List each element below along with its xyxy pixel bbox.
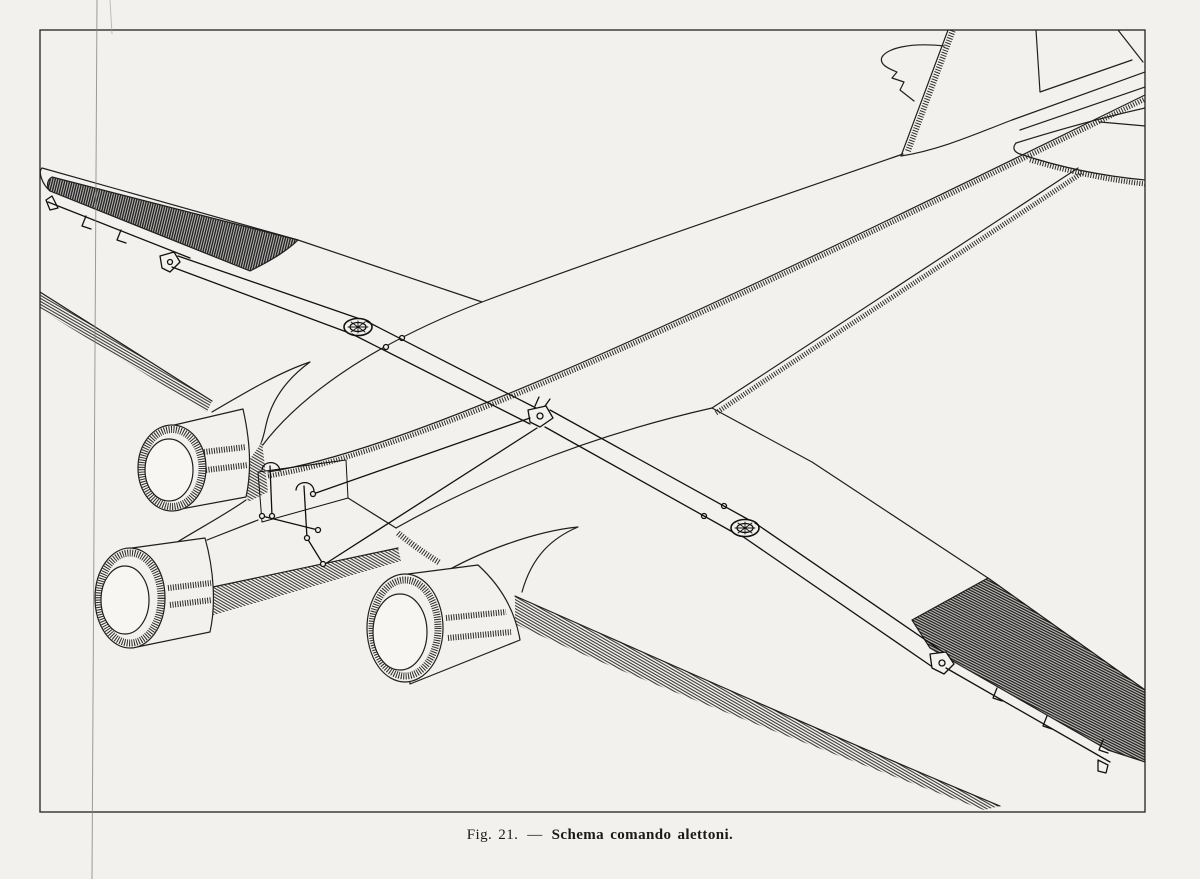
- aileron-control-system: [45, 195, 1111, 774]
- linkage-joint: [319, 560, 327, 568]
- vertical-fin-root: [900, 119, 1013, 157]
- hinge-bracket: [1098, 739, 1109, 754]
- column-rod: [303, 485, 308, 539]
- vertical-fin-trailing-edge: [1117, 30, 1144, 63]
- column-rod: [269, 465, 273, 517]
- hinge-bracket: [992, 687, 1003, 702]
- control-cable: [351, 333, 531, 425]
- aircraft-drawing: [40, 30, 1145, 810]
- left-wing-leading-edge: [40, 291, 213, 402]
- fuselage-lower-edge: [711, 167, 1079, 409]
- left-horizontal-stabilizer: [880, 44, 945, 102]
- control-cable: [549, 409, 752, 522]
- figure-number: Fig. 21.: [466, 827, 519, 843]
- right-wing-root-shading: [396, 530, 442, 566]
- linkage-joint: [314, 526, 322, 534]
- nacelle-stripe: [445, 609, 507, 621]
- hinge-bracket: [81, 215, 92, 230]
- air-intake: [144, 438, 194, 502]
- pulley-spokes: [734, 521, 756, 535]
- right-stabilizer-trailing-edge: [1015, 107, 1145, 144]
- cable-guide: [382, 343, 390, 351]
- engine-nacelle-upper: [137, 361, 311, 512]
- linkage-joint: [309, 490, 317, 498]
- bellcrank-horns: [534, 396, 551, 407]
- fuselage-upper-edge: [261, 153, 904, 447]
- rudder: [1035, 30, 1133, 93]
- center-leading-edge: [207, 547, 399, 589]
- control-cable: [754, 522, 947, 655]
- mechanism-plate: [257, 459, 349, 523]
- linkage-joint: [303, 534, 311, 542]
- central-bellcrank: [527, 396, 554, 428]
- control-rod: [324, 427, 538, 565]
- control-cable: [365, 320, 537, 409]
- control-cable: [171, 266, 353, 335]
- left-wing-leading-edge-shading: [40, 292, 212, 412]
- cable-pulley-left: [343, 317, 373, 337]
- hinge-bracket: [116, 229, 127, 244]
- engine-nacelle-lower-left: [94, 537, 215, 649]
- vertical-fin-leading-edge-shading: [905, 30, 956, 153]
- right-aileron-hinge-rod: [945, 667, 1111, 763]
- figure-frame: [39, 29, 1146, 813]
- fuselage-spine-shading: [267, 96, 1145, 479]
- linkage-joint: [268, 512, 276, 520]
- center-panel-line: [206, 519, 259, 541]
- hinge-bracket: [1042, 715, 1053, 730]
- tail-cone-edge: [1011, 71, 1145, 121]
- tail-unit: [880, 30, 1145, 187]
- page-fold-line: [109, 0, 113, 35]
- linkage-bar: [306, 537, 324, 565]
- vertical-fin-leading-edge: [900, 30, 949, 157]
- fuselage: [261, 71, 1145, 479]
- figure-caption: Fig. 21. — Schema comando alettoni.: [0, 827, 1200, 844]
- engine-nacelle-lower-right: [366, 526, 579, 685]
- control-rod: [312, 417, 531, 495]
- right-aileron: [911, 577, 1145, 763]
- control-cable: [177, 255, 364, 321]
- linkage-joint: [258, 512, 266, 520]
- cable-pulley-right: [730, 518, 760, 538]
- control-cable: [544, 426, 739, 536]
- right-stabilizer-leading-edge: [1013, 142, 1145, 181]
- intake-ring-shading: [138, 426, 206, 510]
- caption-dash: —: [527, 827, 543, 843]
- nacelle-stripe: [169, 597, 213, 608]
- fuselage-lower-edge-shading: [714, 170, 1084, 416]
- nacelle-stripe: [205, 462, 249, 473]
- control-cable: [741, 535, 935, 669]
- bellcrank-pivot: [536, 412, 544, 420]
- column-yoke: [261, 461, 281, 472]
- left-aileron: [46, 176, 299, 272]
- nacelle-shadow: [242, 442, 268, 502]
- center-leading-edge-shading: [208, 548, 401, 616]
- bellcrank-pivot: [938, 659, 946, 667]
- elevator-hinge-line: [1099, 121, 1145, 127]
- column-yoke: [295, 481, 315, 492]
- air-intake: [100, 565, 150, 635]
- intake-ring-shading: [368, 576, 442, 680]
- right-stabilizer-shading: [1029, 157, 1145, 187]
- left-wing: [40, 167, 483, 412]
- left-aileron-horn: [45, 195, 59, 211]
- nacelle-stripe: [203, 444, 247, 455]
- air-intake: [372, 593, 428, 671]
- right-wing-root: [395, 407, 713, 529]
- fuselage-spine-line: [267, 94, 1145, 473]
- intake-ring-shading: [95, 549, 165, 647]
- tail-cone-band: [1019, 86, 1145, 131]
- control-column-linkage: [257, 459, 349, 568]
- page-fold-line: [91, 0, 98, 879]
- right-wing: [395, 407, 1145, 810]
- right-aileron-horn: [1097, 759, 1109, 774]
- pulley-spokes: [347, 320, 369, 334]
- left-aileron-hinge-rod: [47, 201, 191, 259]
- bellcrank-pivot: [166, 258, 174, 266]
- nacelle-stripe: [447, 629, 512, 641]
- figure-title: Schema comando alettoni.: [551, 827, 734, 843]
- right-wing-leading-edge: [514, 595, 1001, 807]
